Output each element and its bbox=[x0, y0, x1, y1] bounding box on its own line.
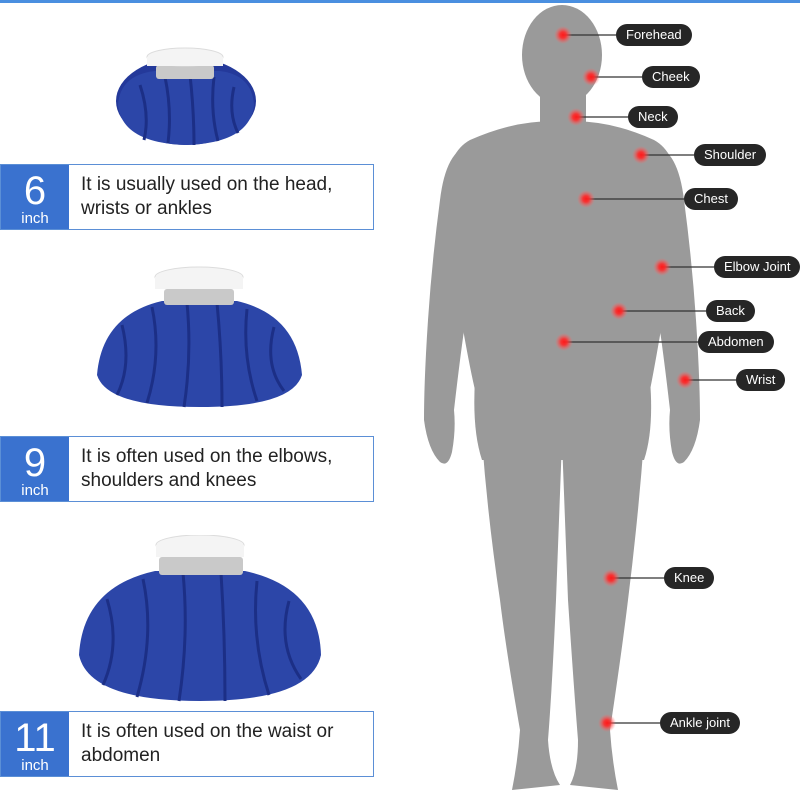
point-elbow-joint bbox=[653, 258, 671, 276]
point-knee bbox=[602, 569, 620, 587]
size-badge: 9 inch bbox=[1, 437, 69, 501]
label-chest: Chest bbox=[684, 188, 738, 210]
point-ankle-joint bbox=[598, 714, 616, 732]
body-silhouette bbox=[424, 5, 700, 790]
point-wrist bbox=[676, 371, 694, 389]
label-shoulder: Shoulder bbox=[694, 144, 767, 166]
point-back bbox=[610, 302, 628, 320]
label-knee: Knee bbox=[664, 567, 715, 589]
point-neck bbox=[567, 108, 585, 126]
size-description: It is usually used on the head, wrists o… bbox=[81, 173, 365, 221]
pain-points bbox=[554, 26, 694, 732]
description-line: It is often used on the elbows, bbox=[81, 446, 333, 467]
description-line: wrists or ankles bbox=[81, 198, 212, 219]
size-card-6-inch: 6 inch It is usually used on the head, w… bbox=[0, 164, 374, 230]
point-cheek bbox=[582, 68, 600, 86]
point-forehead bbox=[554, 26, 572, 44]
label-abdomen: Abdomen bbox=[698, 331, 774, 353]
label-elbow-joint: Elbow Joint bbox=[714, 256, 800, 278]
label-neck: Neck bbox=[628, 106, 678, 128]
description-line: It is often used on the waist or bbox=[81, 721, 334, 742]
size-number: 9 bbox=[23, 441, 47, 485]
size-number: 11 bbox=[14, 716, 56, 760]
label-forehead: Forehead bbox=[616, 24, 692, 46]
size-description: It is often used on the waist or abdomen bbox=[81, 720, 365, 768]
description-line: shoulders and knees bbox=[81, 470, 257, 491]
ice-bag-9-inch-image bbox=[92, 265, 307, 410]
size-unit: inch bbox=[21, 210, 49, 227]
top-border bbox=[0, 0, 800, 3]
label-ankle-joint: Ankle joint bbox=[660, 712, 740, 734]
description-line: abdomen bbox=[81, 745, 161, 766]
label-cheek: Cheek bbox=[642, 66, 700, 88]
size-card-9-inch: 9 inch It is often used on the elbows, s… bbox=[0, 436, 374, 502]
size-badge: 11 inch bbox=[1, 712, 69, 776]
description-line: It is usually used on the head, bbox=[81, 174, 333, 195]
size-number: 6 bbox=[23, 169, 47, 213]
label-back: Back bbox=[706, 300, 755, 322]
point-chest bbox=[577, 190, 595, 208]
size-badge: 6 inch bbox=[1, 165, 69, 229]
label-wrist: Wrist bbox=[736, 369, 786, 391]
size-card-11-inch: 11 inch It is often used on the waist or… bbox=[0, 711, 374, 777]
point-shoulder bbox=[632, 146, 650, 164]
ice-bag-6-inch-image bbox=[110, 45, 260, 155]
point-abdomen bbox=[555, 333, 573, 351]
size-description: It is often used on the elbows, shoulder… bbox=[81, 445, 365, 493]
size-unit: inch bbox=[21, 757, 49, 774]
ice-bag-11-inch-image bbox=[75, 535, 325, 705]
size-unit: inch bbox=[21, 482, 49, 499]
